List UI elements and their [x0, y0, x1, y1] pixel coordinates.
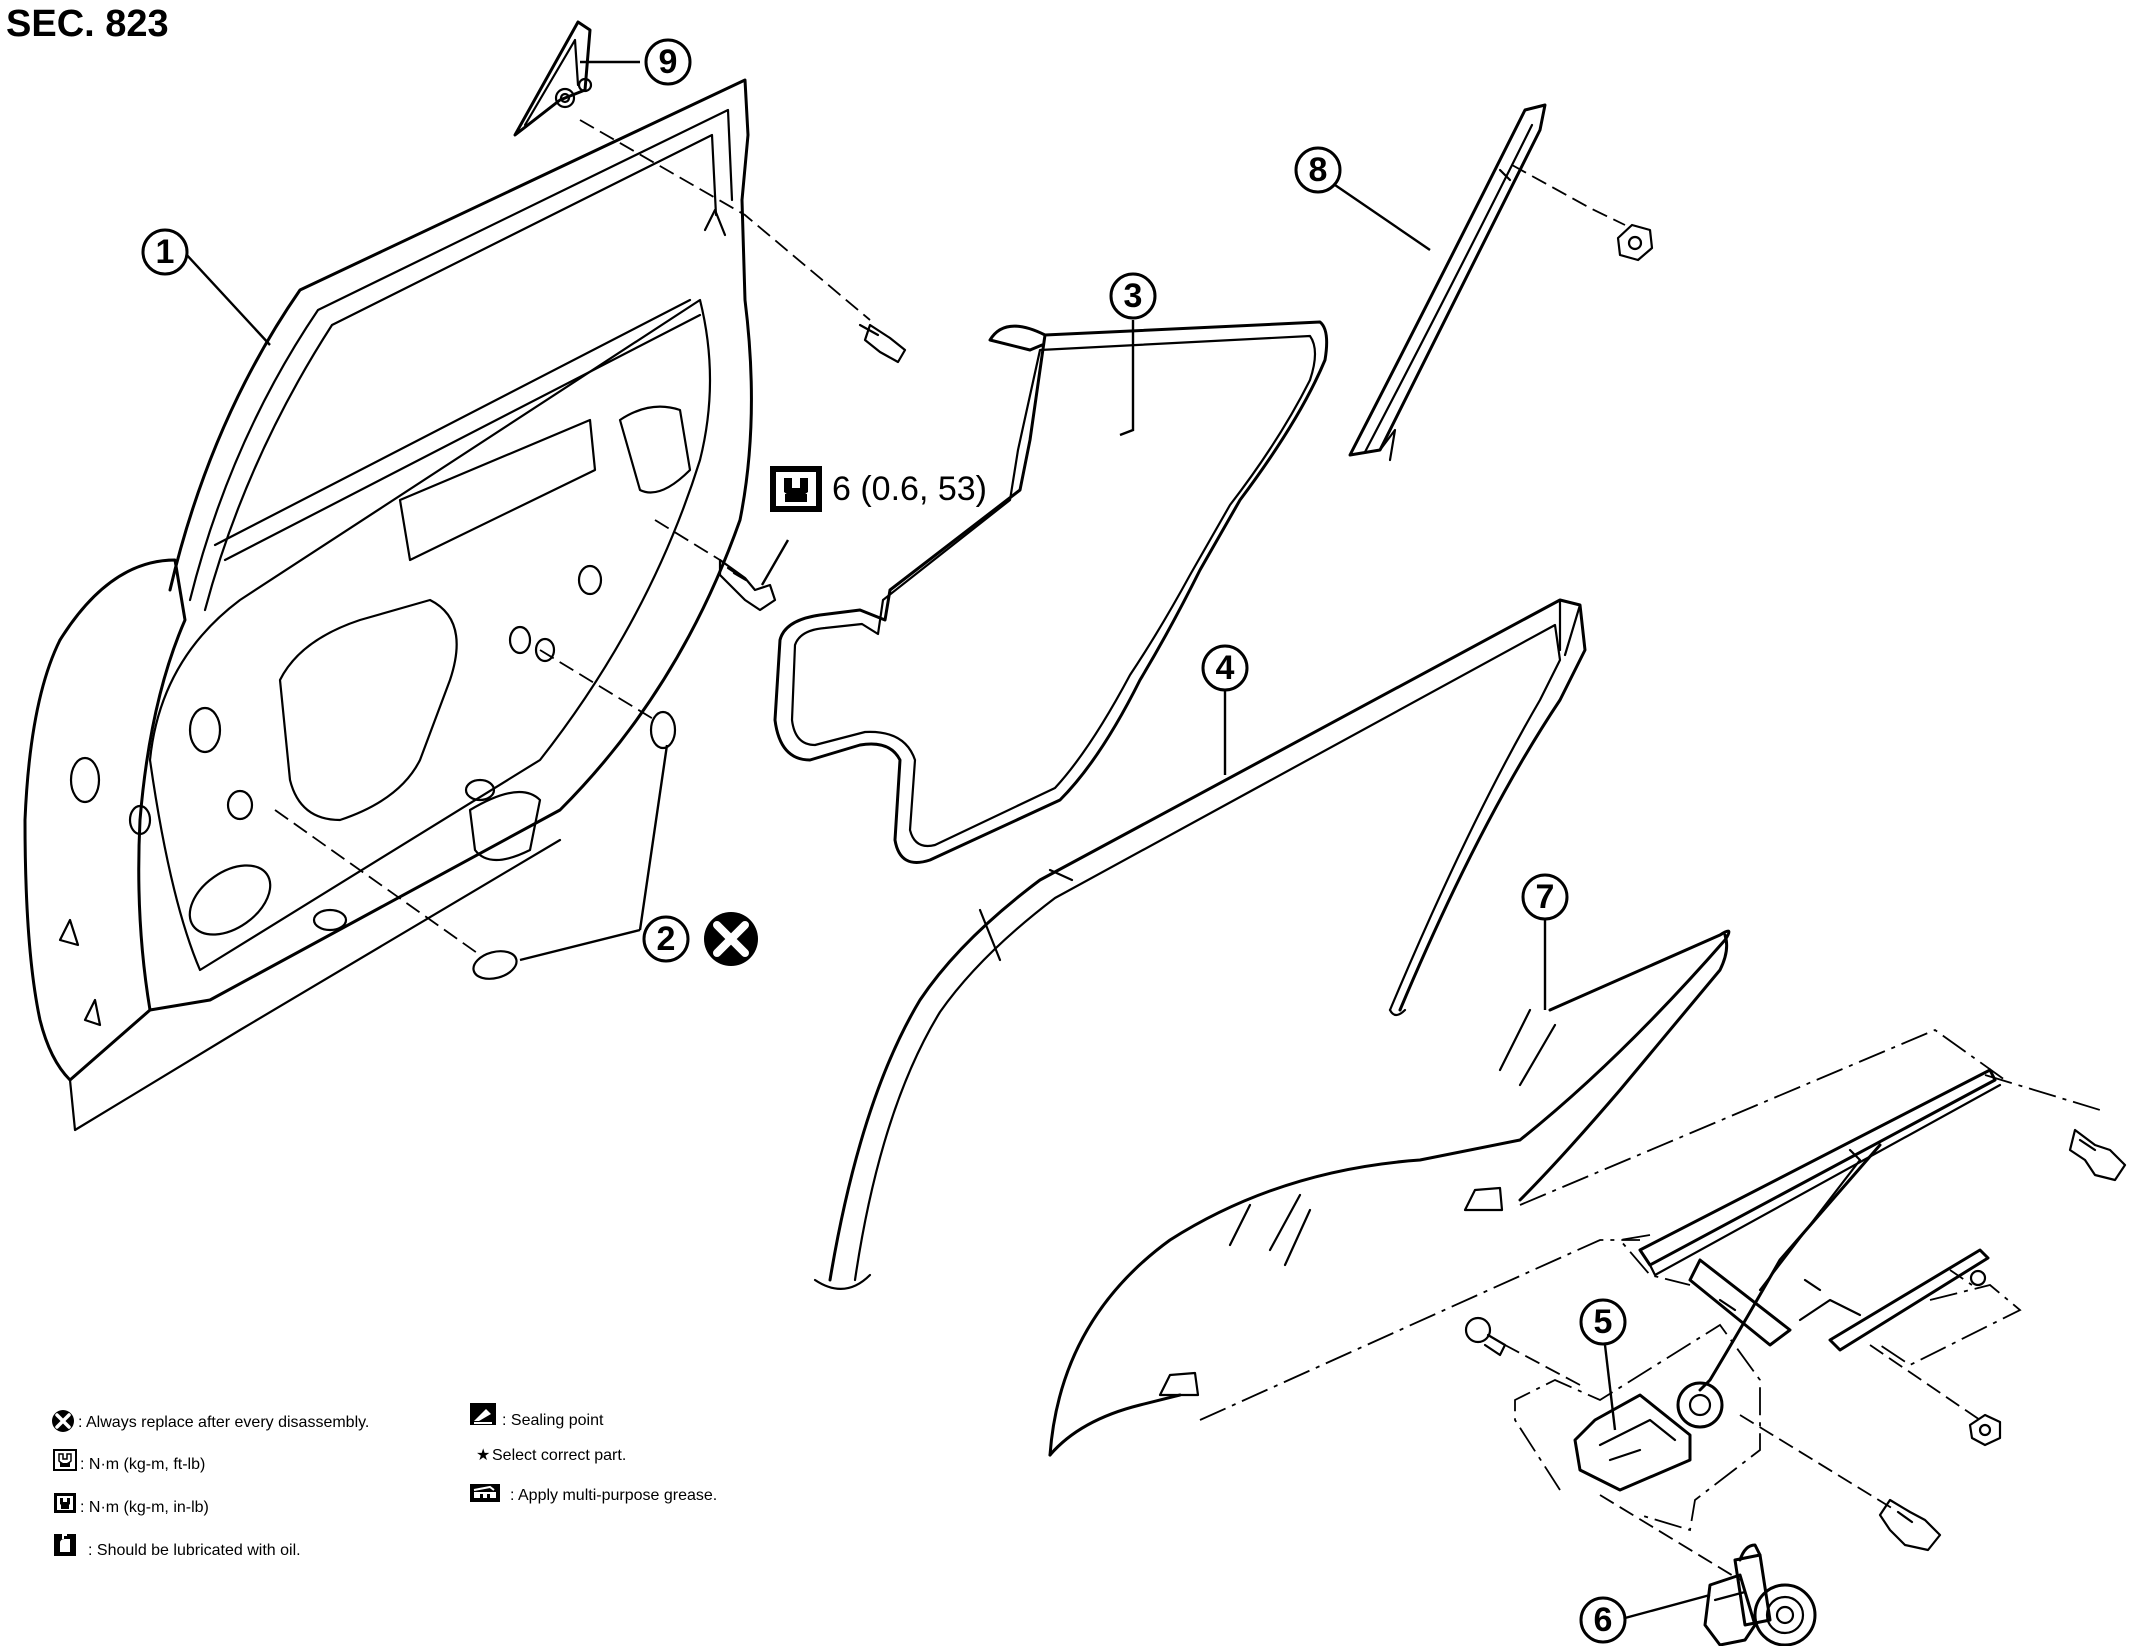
leader-5 [1603, 1344, 1617, 1431]
sealing-screen-part [773, 320, 1329, 864]
callout-9: 9 [644, 38, 692, 86]
svg-text:7: 7 [1536, 878, 1555, 916]
glass-run-part [813, 598, 1587, 1290]
grease-icon [470, 1484, 500, 1502]
bolt-regulator-lower [1878, 1498, 1942, 1552]
dashdot-regulator-upper [1618, 1234, 1691, 1286]
nut-regulator-upper [1969, 1269, 1987, 1287]
torque-ft-lb-icon [53, 1449, 77, 1471]
bolt-middle [718, 558, 777, 612]
nut-sash [1616, 223, 1654, 262]
svg-text:Select correct part.: Select correct part. [492, 1447, 626, 1464]
leader-1 [184, 252, 271, 346]
torque-value: 6 (0.6, 53) [832, 470, 987, 508]
svg-text:1: 1 [156, 233, 175, 271]
legend-item-always-replace: : Always replace after every disassembly… [52, 1410, 369, 1432]
section-title: SEC. 823 [6, 3, 169, 45]
svg-text:: Sealing point: : Sealing point [502, 1412, 604, 1429]
leader-6 [1624, 1593, 1711, 1620]
dashed-line-9 [579, 119, 871, 321]
sealing-point-icon [470, 1403, 496, 1425]
svg-text:2: 2 [657, 920, 676, 958]
sash-part [1348, 103, 1547, 462]
svg-text:4: 4 [1216, 649, 1235, 687]
callout-5: 5 [1579, 1298, 1627, 1346]
legend: : Always replace after every disassembly… [52, 1403, 717, 1559]
callout-8: 8 [1294, 146, 1342, 194]
dashed-line-plug-lower [274, 809, 481, 956]
dashdot-regulator-right [1879, 1284, 2022, 1367]
svg-text:3: 3 [1124, 277, 1143, 315]
dashed-line-nut-lower [1869, 1344, 1981, 1421]
callout-3: 3 [1109, 272, 1157, 320]
callout-7: 7 [1521, 873, 1569, 921]
bolt-upper [858, 323, 907, 364]
nut-regulator [1968, 1413, 2002, 1447]
dashed-line-motor [1599, 1494, 1741, 1581]
star-icon: ★ [476, 1447, 490, 1464]
corner-trim-part [513, 20, 593, 137]
regulator-motor-part [1703, 1543, 1817, 1646]
callout-1: 1 [141, 228, 189, 276]
dashed-line-bolt [654, 519, 721, 561]
callout-4: 4 [1201, 644, 1249, 692]
dashed-line-sash [1511, 164, 1626, 226]
svg-text:: N·m (kg-m, in-lb): : N·m (kg-m, in-lb) [80, 1499, 209, 1516]
legend-item-torque-in-lb: : N·m (kg-m, in-lb) [54, 1493, 209, 1516]
door-glass-part [1048, 929, 1731, 1457]
torque-spec: 6 (0.6, 53) [770, 466, 987, 512]
bolt-regulator-left [1464, 1316, 1507, 1357]
torque-leader [760, 539, 790, 586]
oil-lubricate-icon [54, 1534, 76, 1556]
dashdot-regulator-envelope [1514, 1323, 1761, 1532]
door-panel-part [23, 78, 753, 1132]
torque-in-lb-icon [770, 466, 822, 512]
svg-text:5: 5 [1594, 1303, 1613, 1341]
svg-text:8: 8 [1309, 151, 1328, 189]
dashdot-glass-upper [1519, 1028, 2006, 1206]
svg-text:: N·m (kg-m, ft-lb): : N·m (kg-m, ft-lb) [80, 1456, 205, 1473]
callout-2: 2 [642, 915, 690, 963]
legend-item-select-part: ★ Select correct part. [476, 1447, 626, 1464]
legend-item-sealing-point: : Sealing point [470, 1403, 604, 1429]
dashed-line-plug-upper [539, 649, 656, 721]
svg-text:: Should be lubricated with oi: : Should be lubricated with oil. [88, 1542, 301, 1559]
callout-6: 6 [1579, 1596, 1627, 1644]
always-replace-icon [52, 1410, 74, 1432]
svg-text:6: 6 [1594, 1601, 1613, 1639]
svg-text:: Apply multi-purpose grease.: : Apply multi-purpose grease. [510, 1487, 717, 1504]
leader-8 [1334, 184, 1431, 251]
leader-3 [1119, 320, 1135, 437]
svg-text:: Always replace after every d: : Always replace after every disassembly… [78, 1414, 369, 1431]
legend-item-oil: : Should be lubricated with oil. [54, 1534, 301, 1559]
torque-in-lb-icon [54, 1493, 76, 1513]
dashed-line-bolt-left [1504, 1344, 1581, 1386]
dashed-line-bolt-lower [1739, 1414, 1896, 1511]
dashdot-bolt-right [1984, 1074, 2101, 1111]
legend-item-grease: : Apply multi-purpose grease. [470, 1484, 717, 1504]
plug-part [472, 710, 677, 980]
leader-2 [519, 744, 669, 962]
window-regulator-part [1573, 1068, 2002, 1492]
always-replace-icon [704, 912, 758, 966]
svg-text:9: 9 [659, 43, 678, 81]
dashed-line-nut-upper [1949, 1269, 1973, 1286]
bolt-right [2068, 1128, 2127, 1182]
dashdot-glass-lower [1199, 1239, 1640, 1421]
legend-item-torque-ft-lb: : N·m (kg-m, ft-lb) [53, 1449, 205, 1473]
